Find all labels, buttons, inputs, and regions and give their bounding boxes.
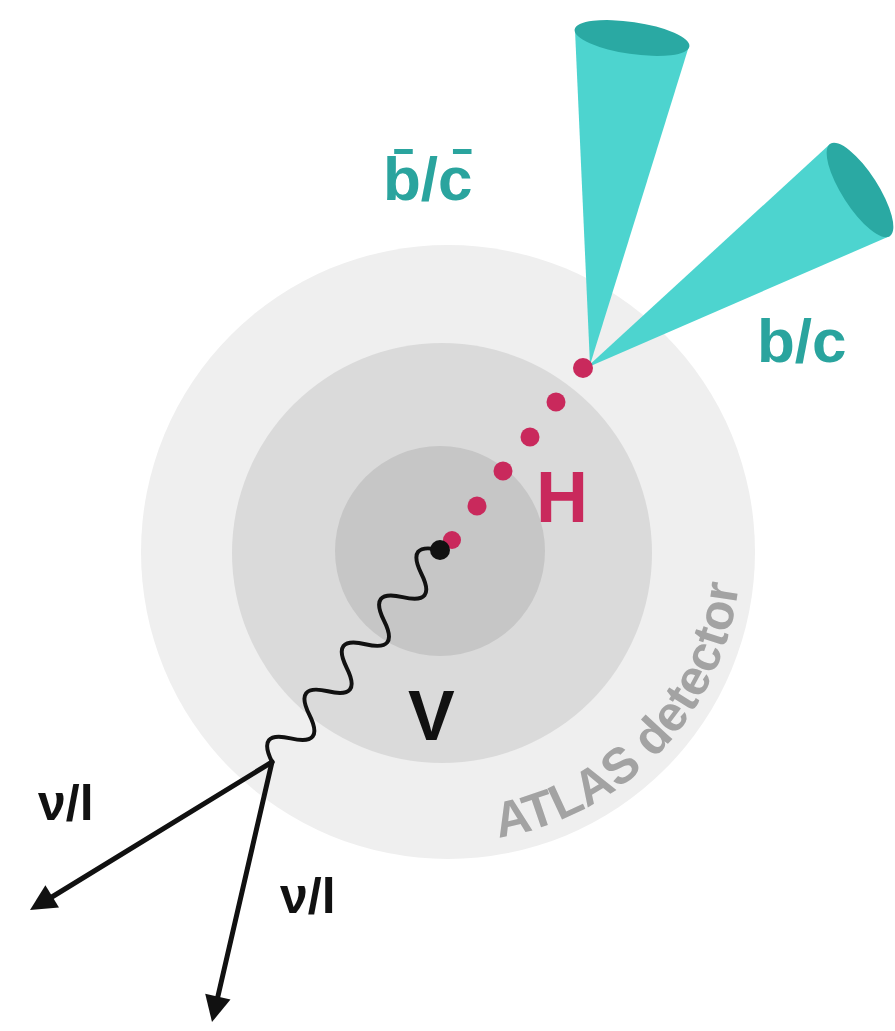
detector-outer-layer xyxy=(141,245,755,859)
higgs-dot xyxy=(468,497,487,516)
higgs-dot xyxy=(521,428,540,447)
interaction-vertex xyxy=(430,540,450,560)
quark-label: b/c xyxy=(757,310,847,372)
detector-inner-layer xyxy=(335,446,545,656)
higgs-dot xyxy=(573,358,593,378)
particle-label: V xyxy=(408,681,455,751)
lepton-track xyxy=(217,762,273,1003)
jet-cone-top xyxy=(572,14,691,63)
jet-cone-top xyxy=(815,134,895,246)
lepton-label: ν/l xyxy=(38,778,94,828)
detector-middle-layer xyxy=(232,343,652,763)
higgs-dot xyxy=(494,462,513,481)
higgs-dot xyxy=(547,393,566,412)
detector-name: ATLAS detector xyxy=(489,578,750,849)
quark-label: b̄/c̄ xyxy=(383,148,473,210)
particle-label: H xyxy=(536,461,588,533)
arrow-head xyxy=(205,994,230,1022)
arrow-head xyxy=(30,885,59,910)
lepton-label: ν/l xyxy=(280,871,336,921)
